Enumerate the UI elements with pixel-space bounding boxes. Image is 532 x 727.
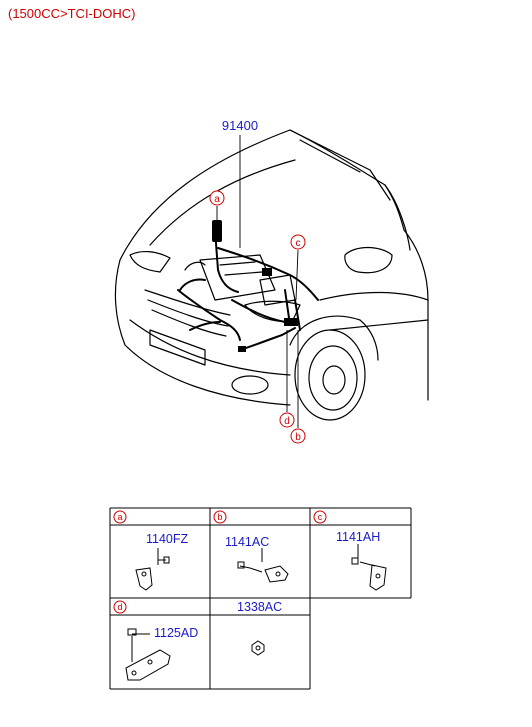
callout-c xyxy=(290,234,306,250)
callout-d xyxy=(279,412,295,428)
table-letter-b: b xyxy=(217,512,222,522)
callout-c-text: c xyxy=(296,238,301,249)
callout-a xyxy=(209,190,225,206)
part-number-b: 1141AC xyxy=(225,535,269,549)
table-letter-c: c xyxy=(318,512,323,522)
table-letter-a: a xyxy=(117,512,122,522)
callout-d-text: d xyxy=(284,416,290,427)
part-number-d: 1125AD xyxy=(154,626,198,640)
part-number-e: 1338AC xyxy=(237,600,282,614)
part-number-a: 1140FZ xyxy=(146,532,189,546)
page-title: (1500CC>TCI-DOHC) xyxy=(8,6,136,21)
callout-a-text: a xyxy=(214,194,220,205)
callout-b xyxy=(290,428,306,444)
table-letter-d: d xyxy=(117,602,122,612)
main-part-number: 91400 xyxy=(222,118,258,133)
callout-b-text: b xyxy=(295,432,301,443)
part-number-c: 1141AH xyxy=(336,530,380,544)
